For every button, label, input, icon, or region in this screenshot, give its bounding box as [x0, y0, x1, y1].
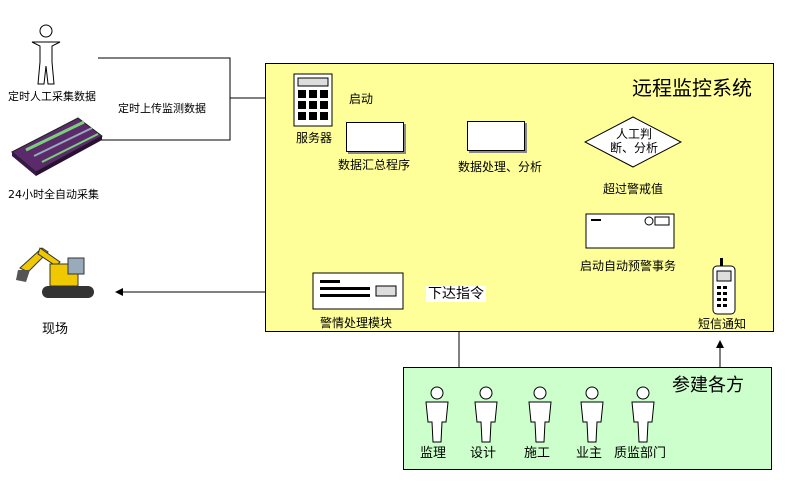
party-person-shigong-icon — [525, 386, 555, 448]
parties-title: 参建各方 — [672, 375, 744, 396]
party-label-jianli: 监理 — [420, 446, 447, 461]
threshold-label: 超过警戒值 — [603, 182, 664, 196]
data-logger-icon — [8, 112, 104, 182]
mobile-phone-icon — [711, 258, 737, 320]
auto-alert-envelope-icon — [585, 213, 677, 255]
party-label-yezhu: 业主 — [576, 446, 603, 461]
alarm-module-icon — [312, 272, 406, 316]
upload-label: 定时上传监测数据 — [118, 102, 206, 115]
auto-alert-label: 启动自动预警事务 — [580, 259, 677, 273]
person-icon — [28, 24, 64, 90]
sms-label: 短信通知 — [698, 317, 747, 331]
party-person-jianli-icon — [422, 386, 452, 448]
party-person-yezhu-icon — [577, 386, 607, 448]
command-label: 下达指令 — [426, 286, 486, 302]
site-label: 现场 — [42, 322, 69, 337]
party-person-zhijian-icon — [628, 386, 658, 448]
auto-collect-label: 24小时全自动采集 — [8, 188, 99, 201]
aggregate-label: 数据汇总程序 — [338, 158, 411, 172]
aggregate-program-block — [346, 122, 404, 152]
decision-diamond — [583, 116, 683, 172]
party-label-sheji: 设计 — [470, 446, 497, 461]
decision-label: 人工判断、分析 — [609, 127, 658, 155]
upload-line — [98, 57, 231, 141]
server-label: 服务器 — [296, 131, 333, 145]
system-title: 远程监控系统 — [632, 76, 752, 100]
process-label: 数据处理、分析 — [458, 160, 543, 174]
manual-collect-label: 定时人工采集数据 — [8, 90, 96, 103]
start-label: 启动 — [349, 92, 374, 106]
party-person-sheji-icon — [471, 386, 501, 448]
party-label-zhijian: 质监部门 — [614, 446, 667, 461]
alarm-module-label: 警情处理模块 — [320, 316, 393, 330]
server-icon — [292, 72, 334, 132]
party-label-shigong: 施工 — [524, 446, 551, 461]
excavator-icon — [16, 240, 98, 310]
process-block — [467, 121, 525, 151]
